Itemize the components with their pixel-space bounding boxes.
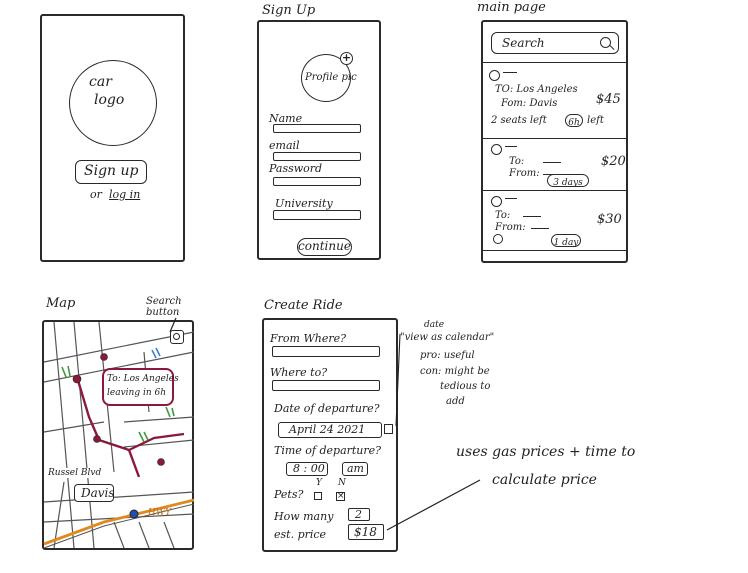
add-photo-icon[interactable]: + [340, 51, 353, 65]
calendar-note-arrow [395, 333, 401, 427]
ride-to: To: [495, 210, 511, 221]
city-badge: Davis [74, 484, 115, 502]
signup-title: Sign Up [262, 3, 316, 18]
pets-yes-label: Y [316, 478, 322, 488]
calendar-note-con1: con: might be [420, 366, 490, 377]
create-ride-title: Create Ride [264, 298, 343, 313]
signup-screen: + Profile pic Name email Password Univer… [257, 20, 381, 260]
avatar-icon [491, 196, 502, 207]
ride-from: From: [509, 168, 540, 179]
signup-button-label: Sign up [84, 163, 139, 179]
search-icon[interactable] [600, 37, 611, 48]
map-title: Map [46, 296, 76, 311]
street-label: Russel Blvd [48, 468, 102, 478]
time-label: Time of departure? [274, 444, 382, 457]
search-button-annotation: Search button [146, 296, 182, 318]
from-field[interactable] [272, 346, 380, 357]
ampm-field[interactable]: am [342, 462, 368, 476]
continue-button-label: continue [298, 239, 351, 253]
pets-label: Pets? [274, 488, 304, 501]
search-bar[interactable]: Search [491, 32, 619, 54]
to-label: Where to? [270, 366, 328, 379]
price-label: est. price [274, 528, 327, 541]
password-label: Password [269, 162, 323, 175]
calendar-note-pro: pro: useful [420, 350, 475, 361]
popup-destination: To: Los Angeles [107, 374, 179, 384]
ride-price: $45 [596, 92, 621, 107]
highway-label: HWY [148, 508, 172, 518]
ride-price: $20 [601, 154, 626, 169]
map-pin [100, 353, 108, 361]
how-many-field[interactable]: 2 [348, 508, 370, 521]
time-field[interactable]: 8 : 00 [286, 462, 328, 476]
email-label: email [269, 139, 300, 152]
ride-card[interactable]: To: From: $20 3 days [483, 138, 626, 190]
ride-from: From: [495, 222, 526, 233]
name-field[interactable] [273, 124, 361, 133]
map-screen: To: Los Angeles leaving in 6h Russel Blv… [42, 320, 195, 550]
map-search-button[interactable] [170, 330, 184, 344]
price-note-arrow [386, 479, 481, 531]
ride-from: Fom: Davis [501, 98, 558, 109]
avatar-icon [489, 70, 500, 81]
ride-to: TO: Los Angeles [495, 84, 578, 95]
calendar-note-con3: add [446, 396, 465, 407]
ride-time-badge: 1 day [551, 234, 581, 248]
price-note-line1: uses gas prices + time to [456, 444, 636, 460]
pets-no-label: N [338, 478, 346, 488]
calendar-note-date: date [424, 320, 445, 330]
price-field: $18 [348, 524, 384, 540]
current-location-icon [129, 509, 139, 519]
password-field[interactable] [273, 177, 361, 186]
ride-popup[interactable]: To: Los Angeles leaving in 6h [102, 368, 179, 406]
price-note-line2: calculate price [492, 472, 597, 488]
date-field[interactable]: April 24 2021 [278, 422, 382, 438]
ride-price: $30 [597, 212, 622, 227]
login-link[interactable]: log in [109, 188, 141, 201]
profile-pic-label: Profile pic [305, 72, 357, 83]
name-label: Name [269, 112, 303, 125]
pets-yes-checkbox[interactable] [314, 492, 322, 500]
annotation-arrow [169, 317, 177, 333]
university-label: University [275, 197, 333, 210]
calendar-icon[interactable] [384, 424, 393, 434]
ride-card[interactable]: To: From: $30 1 day [483, 190, 626, 248]
popup-departure: leaving in 6h [107, 388, 167, 398]
continue-button[interactable]: continue [297, 238, 352, 256]
map-pin [93, 435, 101, 443]
how-many-label: How many [274, 510, 334, 523]
to-field[interactable] [272, 380, 380, 391]
calendar-note-con2: tedious to [440, 381, 491, 392]
ride-time-badge: 6h [565, 114, 583, 128]
email-field[interactable] [273, 152, 361, 161]
search-placeholder: Search [502, 36, 545, 50]
ride-seats: 2 seats left [491, 115, 547, 126]
profile-pic-circle[interactable] [301, 54, 351, 102]
logo-text-line2: logo [94, 92, 125, 108]
map-pin [72, 374, 82, 384]
or-text: or [90, 188, 102, 201]
university-field[interactable] [273, 210, 361, 220]
highway-line [43, 498, 195, 546]
ride-to: To: [509, 156, 525, 167]
ride-time-suffix: left [587, 115, 604, 126]
create-ride-screen: From Where? Where to? Date of departure?… [262, 318, 398, 552]
ride-time-badge: 3 days [547, 174, 589, 188]
pets-no-checkbox[interactable]: × [336, 491, 345, 501]
avatar-icon [491, 144, 502, 155]
search-icon [173, 333, 180, 340]
login-screen: car logo Sign up or log in [40, 14, 185, 262]
main-page-screen: Search TO: Los Angeles Fom: Davis $45 2 … [481, 20, 628, 263]
signup-button[interactable]: Sign up [75, 160, 147, 184]
calendar-note-title: "view as calendar" [400, 332, 495, 343]
from-label: From Where? [270, 332, 347, 345]
car-logo [69, 60, 157, 146]
ride-card[interactable]: TO: Los Angeles Fom: Davis $45 2 seats l… [483, 62, 626, 138]
logo-text-line1: car [89, 74, 112, 90]
main-page-title: main page [477, 0, 546, 15]
map-pin [157, 458, 165, 466]
date-label: Date of departure? [274, 402, 380, 415]
